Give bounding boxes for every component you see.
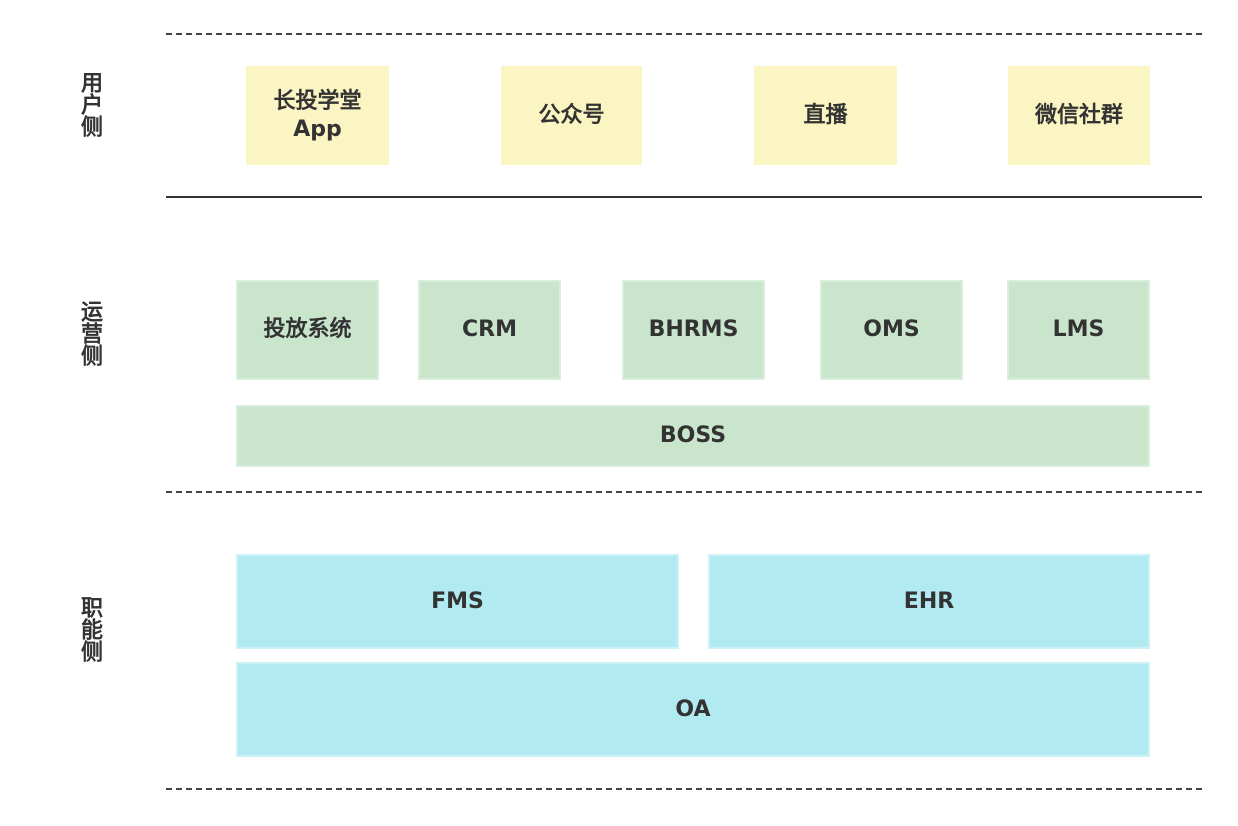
func-box-label: FMS — [431, 588, 484, 614]
ops-box-label: OMS — [863, 317, 920, 342]
user-ops-separator — [166, 196, 1202, 198]
ops-box-label: BHRMS — [648, 317, 739, 342]
func-layer-label: 职能侧 — [77, 596, 102, 662]
user-box-label: 直播 — [803, 102, 848, 128]
ops-box-boss: BOSS — [236, 405, 1150, 467]
ops-box-lms: LMS — [1007, 280, 1150, 380]
ops-box-label: 投放系统 — [263, 317, 352, 342]
func-box-oa: OA — [236, 662, 1150, 757]
func-box-fms: FMS — [236, 554, 679, 649]
ops-box-crm: CRM — [418, 280, 561, 380]
ops-box-bhrms: BHRMS — [622, 280, 765, 380]
user-box-changtou-app: 长投学堂 App — [246, 66, 389, 165]
user-box-wechat-group: 微信社群 — [1008, 66, 1150, 165]
bottom-dashed-separator — [166, 788, 1202, 790]
user-box-official-account: 公众号 — [501, 66, 642, 165]
ops-box-ad-system: 投放系统 — [236, 280, 379, 380]
ops-base-label: BOSS — [659, 423, 727, 448]
func-base-label: OA — [675, 696, 711, 722]
ops-box-label: LMS — [1052, 317, 1105, 342]
func-box-ehr: EHR — [708, 554, 1150, 649]
ops-func-separator — [166, 491, 1202, 493]
ops-layer-label: 运营侧 — [77, 300, 102, 366]
user-box-label: 公众号 — [538, 102, 605, 128]
ops-box-label: CRM — [462, 317, 517, 342]
user-box-label: 长投学堂 App — [273, 88, 362, 142]
func-box-label: EHR — [903, 588, 955, 614]
user-box-label: 微信社群 — [1034, 102, 1123, 128]
top-dashed-separator — [166, 33, 1202, 35]
user-box-live: 直播 — [754, 66, 897, 165]
ops-box-oms: OMS — [820, 280, 963, 380]
user-layer-label: 用户侧 — [77, 71, 102, 137]
